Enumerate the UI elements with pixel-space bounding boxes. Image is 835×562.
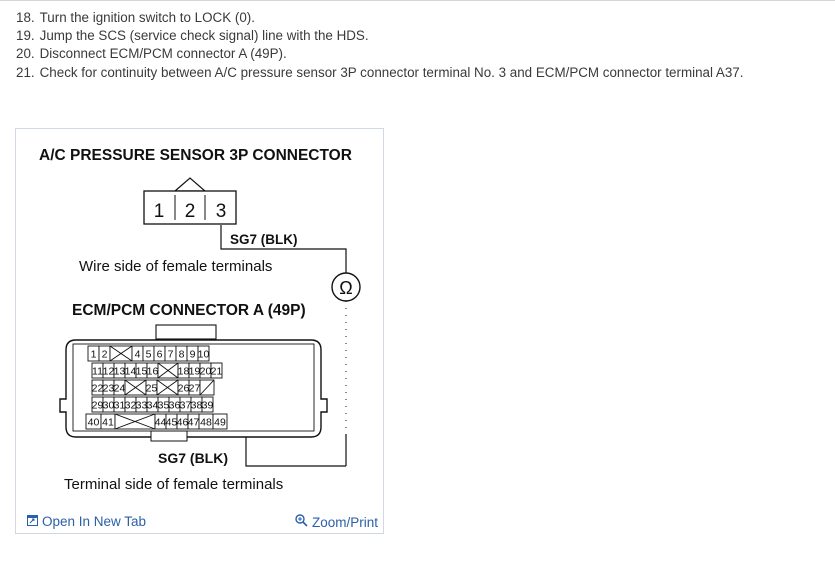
ecm-terminal-label: 38 [191, 400, 203, 412]
ecm-terminal-label: 36 [169, 400, 181, 412]
ohm-symbol: Ω [339, 278, 352, 298]
ecm-terminal-label: 23 [103, 383, 115, 395]
ecm-bottom-tab [150, 430, 188, 442]
step-text: Check for continuity between A/C pressur… [39, 64, 744, 80]
ecm-terminal-label: 16 [147, 366, 159, 378]
probe-wire-top [220, 225, 347, 273]
ecm-terminal-label: 49 [214, 417, 226, 429]
ecm-terminal-label: 34 [147, 400, 159, 412]
ecm-terminal-label: 11 [92, 366, 103, 378]
empty-terminal-mark [114, 413, 156, 430]
zoom-print-link[interactable]: Zoom/Print [295, 514, 378, 530]
probe-wire-ecm [245, 429, 346, 467]
ecm-terminal-label: 4 [135, 349, 141, 361]
ecm-terminal-label: 30 [103, 400, 115, 412]
sensor-title: A/C PRESSURE SENSOR 3P CONNECTOR [39, 147, 352, 164]
ecm-terminal-label: 47 [188, 417, 200, 429]
connector-figure: A/C PRESSURE SENSOR 3P CONNECTOR 1 2 3 S… [15, 128, 384, 534]
ecm-terminal-label: 48 [200, 417, 212, 429]
step-number: 19. [16, 28, 35, 44]
ecm-terminal-cell [212, 413, 228, 430]
ecm-terminal-label: 19 [189, 366, 201, 378]
procedure-steps: 18. Turn the ignition switch to LOCK (0).… [16, 9, 748, 82]
empty-terminal-mark [156, 379, 179, 396]
step-number: 21. [16, 64, 35, 80]
step-item: 20.Disconnect ECM/PCM connector A (49P). [16, 45, 748, 63]
ecm-terminal-cell [210, 362, 223, 379]
ecm-terminal-cell [201, 396, 214, 413]
ecm-terminal-label: 12 [103, 366, 115, 378]
ecm-terminal-label: 9 [190, 349, 196, 361]
empty-terminal-mark [109, 345, 133, 362]
ecm-terminal-label: 6 [157, 349, 163, 361]
sensor-wire-label: SG7 (BLK) [230, 232, 298, 247]
ecm-terminal-label: 10 [198, 349, 210, 361]
step-item: 18. Turn the ignition switch to LOCK (0). [16, 9, 748, 27]
connector-diagram: A/C PRESSURE SENSOR 3P CONNECTOR 1 2 3 S… [39, 147, 361, 493]
ecm-terminal-label: 45 [166, 417, 178, 429]
top-divider [0, 0, 835, 1]
ecm-terminal-label: 39 [202, 400, 214, 412]
ecm-terminal-label: 46 [177, 417, 189, 429]
sensor-pin-2: 2 [185, 201, 196, 222]
ecm-terminal-label: 20 [200, 366, 212, 378]
ecm-terminal-label: 22 [92, 383, 104, 395]
empty-terminal-mark [199, 379, 215, 396]
empty-terminal-mark [124, 379, 147, 396]
step-item: 19.Jump the SCS (service check signal) l… [16, 27, 748, 45]
ecm-side-label: Terminal side of female terminals [64, 476, 283, 493]
sensor-connector-body [143, 190, 237, 225]
magnifier-icon [295, 514, 308, 530]
open-tab-icon [27, 514, 38, 529]
ecm-terminal-label: 1 [91, 349, 97, 361]
step-text: Jump the SCS (service check signal) line… [39, 28, 369, 44]
step-item: 21.Check for continuity between A/C pres… [16, 64, 748, 82]
ecm-top-tab [155, 324, 217, 340]
ecm-terminal-label: 29 [92, 400, 104, 412]
ecm-terminal-label: 14 [125, 366, 137, 378]
ecm-terminal-label: 7 [168, 349, 174, 361]
open-new-tab-label: Open In New Tab [42, 514, 147, 529]
ecm-terminal-label: 40 [88, 417, 100, 429]
zoom-print-label: Zoom/Print [311, 514, 378, 530]
ecm-terminal-label: 18 [178, 366, 190, 378]
ecm-terminal-label: 37 [180, 400, 192, 412]
ecm-terminal-label: 44 [155, 417, 167, 429]
ecm-terminal-label: 33 [136, 400, 148, 412]
step-number: 20. [16, 46, 35, 62]
sensor-pin-3: 3 [216, 201, 227, 222]
sensor-pin-1: 1 [154, 201, 165, 222]
step-text: Turn the ignition switch to LOCK (0). [39, 10, 255, 25]
step-number: 18. [16, 10, 35, 25]
ecm-terminal-label: 24 [114, 383, 126, 395]
ecm-terminal-label: 15 [136, 366, 148, 378]
sensor-side-label: Wire side of female terminals [79, 258, 272, 275]
ecm-terminal-label: 8 [179, 349, 185, 361]
ecm-terminal-label: 2 [102, 349, 108, 361]
ecm-terminal-label: 13 [114, 366, 126, 378]
ecm-inner-frame [72, 343, 315, 432]
ecm-terminal-label: 31 [114, 400, 126, 412]
ecm-wire-label: SG7 (BLK) [158, 450, 228, 466]
step-text: Disconnect ECM/PCM connector A (49P). [39, 46, 287, 62]
ecm-terminal-label: 25 [146, 383, 158, 395]
ecm-terminal-label: 27 [189, 383, 201, 395]
ecm-terminal-label: 41 [102, 417, 114, 429]
empty-terminal-mark [157, 362, 179, 379]
ecm-terminal-label: 21 [211, 366, 223, 378]
open-new-tab-link[interactable]: Open In New Tab [27, 514, 146, 529]
connector-latch [173, 177, 207, 192]
ecm-terminal-label: 35 [158, 400, 170, 412]
ecm-terminal-label: 32 [125, 400, 137, 412]
ecm-terminal-label: 26 [178, 383, 190, 395]
ecm-terminal-label: 5 [146, 349, 152, 361]
ecm-terminal-cell [197, 345, 210, 362]
ecm-title: ECM/PCM CONNECTOR A (49P) [72, 302, 306, 319]
